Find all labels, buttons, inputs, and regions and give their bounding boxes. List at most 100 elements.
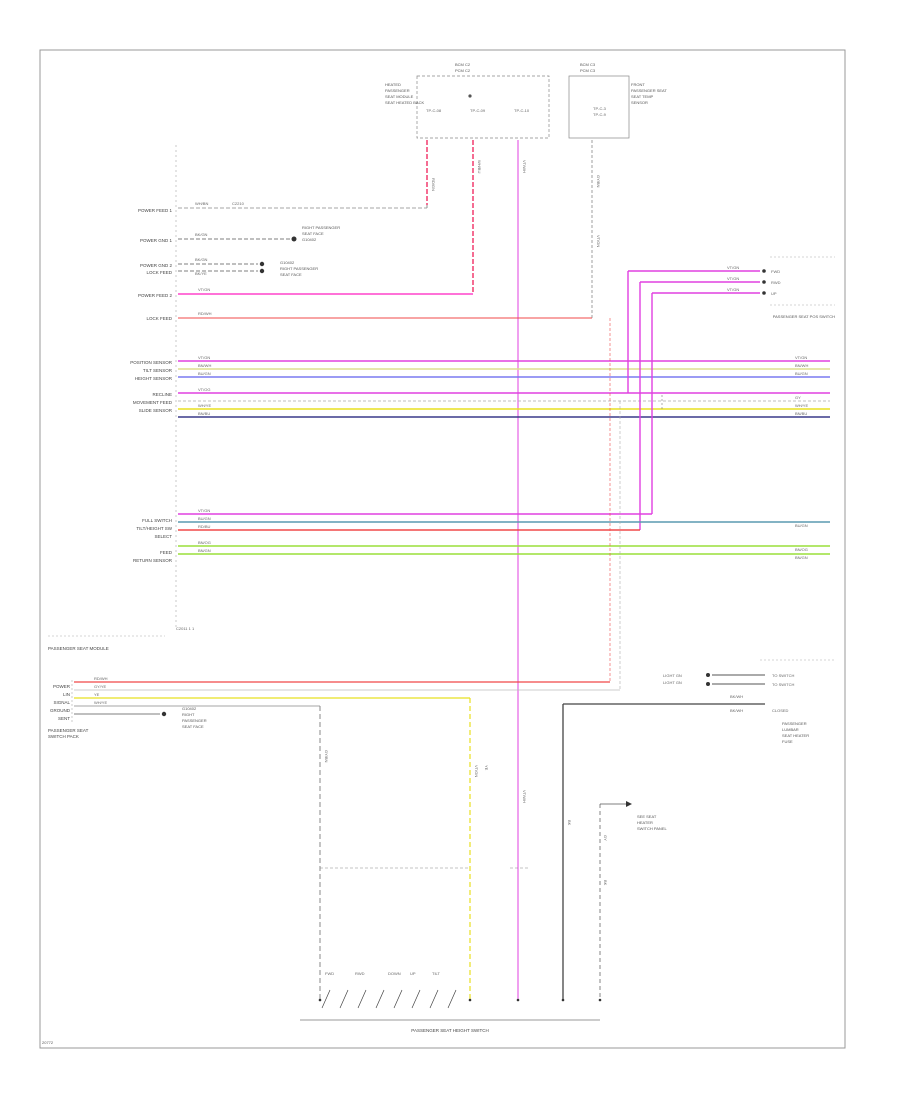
lower-left-module: PASSENGER SEAT MODULE POWER LIN SIGNAL G…: [48, 318, 621, 1000]
right-block-pin-fwd: FWD: [771, 269, 780, 274]
wire-label-sensor-6: BN/BU: [198, 411, 210, 416]
switch-wire-7: BK: [603, 880, 608, 886]
wire-label-1: RD/GN: [431, 178, 436, 191]
power-wires: WH/BN C2210 BK/GN RIGHT PASSENGER SEAT F…: [178, 201, 592, 319]
connector-desc-3: SEAT MODULE: [385, 94, 414, 99]
lower-wires: VT/GN BU/GN RD/BU BN/OG BN/GN: [178, 508, 830, 555]
wire-label-power-feed-1-ref: C2210: [232, 201, 245, 206]
right-wire-label-5: WH/YE: [795, 403, 808, 408]
label-height-sensor: HEIGHT SENSOR: [135, 376, 173, 381]
ground-label-1a: RIGHT PASSENGER: [302, 225, 340, 230]
connector-desc-1: HEATED: [385, 82, 401, 87]
right-wire-label-4: GY: [795, 395, 801, 400]
seat-ref-3: SWITCH PANEL: [637, 826, 667, 831]
connector-desc-4: SENSOR: [631, 100, 648, 105]
label-power-feed-1: POWER FEED 1: [138, 208, 173, 213]
module-pin-label: C2011 1 1: [176, 626, 195, 631]
lower-wire-label-5: BN/GN: [198, 548, 211, 553]
label-tilt-sensor: TILT SENSOR: [143, 368, 173, 373]
lower-left-g-label-3: PASSENGER: [182, 718, 207, 723]
right-switch-block: PASSENGER SEAT POS SWITCH VT/GN VT/GN VT…: [627, 256, 835, 560]
switch-label-fwd: FWD: [325, 971, 334, 976]
wire-label-power-feed-2: VT/GN: [198, 287, 210, 292]
lower-right-label-2: LIGHT GN: [663, 680, 682, 685]
switch-label-up: UP: [410, 971, 416, 976]
lower-wire-label-1: VT/GN: [198, 508, 210, 513]
lower-right-module: LIGHT GN LIGHT GN BK/WH BK/WH TO SWITCH …: [562, 659, 835, 1000]
lower-left-g-label-1: G10402: [182, 706, 197, 711]
lower-left-label-1: POWER: [53, 684, 71, 689]
switch-wire-1: GY/BN: [324, 750, 329, 763]
wire-label-sensor-2: BN/WH: [198, 363, 211, 368]
lower-left-title-2: SWITCH PACK: [48, 734, 79, 739]
top-vertical-wires: RD/GN WH/BU VT/WH GY/BN VT/GN: [426, 140, 601, 1000]
connector-desc-2: PASSENGER: [385, 88, 410, 93]
connector-desc-3: SEAT TEMP: [631, 94, 654, 99]
label-select: SELECT: [154, 534, 172, 539]
connector-desc-4: SEAT HEATED BACK: [385, 100, 424, 105]
wire-label-sensor-3: BU/GN: [198, 371, 211, 376]
right-wire-label-2: BN/WH: [795, 363, 808, 368]
label-movement-feed: MOVEMENT FEED: [133, 400, 173, 405]
wire-label-sensor-5: WH/YE: [198, 403, 211, 408]
label-power-gnd-1: POWER GND 1: [140, 238, 173, 243]
label-full-switch: FULL SWITCH: [142, 518, 172, 523]
connector-sub-id: PCM C2: [455, 68, 471, 73]
right-wire-label-6: BN/BU: [795, 411, 807, 416]
right-block-item-3: VT/GN: [727, 287, 739, 292]
switch-wire-3: YE: [484, 765, 489, 771]
switch-wire-2: VT/GN: [474, 765, 479, 777]
switch-label-down: DOWN: [388, 971, 401, 976]
label-return-sensor: RETURN SENSOR: [133, 558, 173, 563]
lower-left-title-1: PASSENGER SEAT: [48, 728, 89, 733]
lower-left-header: PASSENGER SEAT MODULE: [48, 646, 109, 651]
diagram-border: [39, 49, 846, 1049]
lower-right-label-3: BK/WH: [730, 694, 743, 699]
connector-pin-2: TP-C-09: [470, 108, 486, 113]
lower-wire-label-3: RD/BU: [198, 524, 211, 529]
label-position-sensor: POSITION SENSOR: [130, 360, 173, 365]
seat-ref-1: SEE SEAT: [637, 814, 657, 819]
right-block-item-1: VT/GN: [727, 265, 739, 270]
connector-id: BCM C2: [455, 62, 471, 67]
switch-wire-5: BK: [567, 820, 572, 826]
right-block-pin-up: UP: [771, 291, 777, 296]
ground-label-1c: G10402: [302, 237, 317, 242]
main-module: C2011 1 1: [175, 145, 195, 631]
lower-right-label-1: LIGHT GN: [663, 673, 682, 678]
left-labels: POWER FEED 1 POWER GND 1 POWER GND 2 LOC…: [130, 208, 173, 563]
switch-wire-6: GY: [603, 835, 608, 841]
connector-desc-1: FRONT: [631, 82, 645, 87]
label-power-gnd-2: POWER GND 2: [140, 263, 173, 268]
connector-desc-2: PASSENGER SEAT: [631, 88, 667, 93]
right-wire-label-9: BN/GN: [795, 555, 808, 560]
label-recline: RECLINE: [152, 392, 172, 397]
right-block-title: PASSENGER SEAT POS SWITCH: [773, 314, 835, 319]
ground-label-2a: G10402: [280, 260, 295, 265]
seat-ref-2: HEATER: [637, 820, 653, 825]
right-wire-label-7: BU/GN: [795, 523, 808, 528]
lower-right-title-3: SEAT HEATER: [782, 733, 809, 738]
connector-pin-1: TP-C-08: [426, 108, 442, 113]
right-block-item-2: VT/GN: [727, 276, 739, 281]
wire-label-power-gnd-2: BK/GN: [195, 257, 208, 262]
top-right-connector: BCM C3 PCM C3 FRONT PASSENGER SEAT SEAT …: [568, 62, 667, 139]
label-lock-feed-1: LOCK FEED: [146, 270, 172, 275]
ground-label-2c: SEAT FACE: [280, 272, 302, 277]
connector-id: BCM C3: [580, 62, 596, 67]
lower-left-g-label-4: SEAT FACE: [182, 724, 204, 729]
connector-sub-id: PCM C3: [580, 68, 596, 73]
right-wire-label-3: BU/GN: [795, 371, 808, 376]
label-slide-sensor: SLIDE SENSOR: [139, 408, 173, 413]
right-wire-label-1: VT/GN: [795, 355, 807, 360]
footer-code: 20772: [42, 1040, 54, 1045]
wire-label-4: GY/BN: [596, 175, 601, 188]
switch-label-tilt: TILT: [432, 971, 440, 976]
lower-left-wire-4: WH/YE: [94, 700, 107, 705]
lower-right-title-4: FUSE: [782, 739, 793, 744]
label-tilt-height-sw: TILT/HEIGHT SW: [136, 526, 172, 531]
connector-pin-3: TP-C-10: [514, 108, 530, 113]
right-block-pin-rwd: RWD: [771, 280, 781, 285]
connector-pin-1: TP-C-3: [593, 106, 607, 111]
